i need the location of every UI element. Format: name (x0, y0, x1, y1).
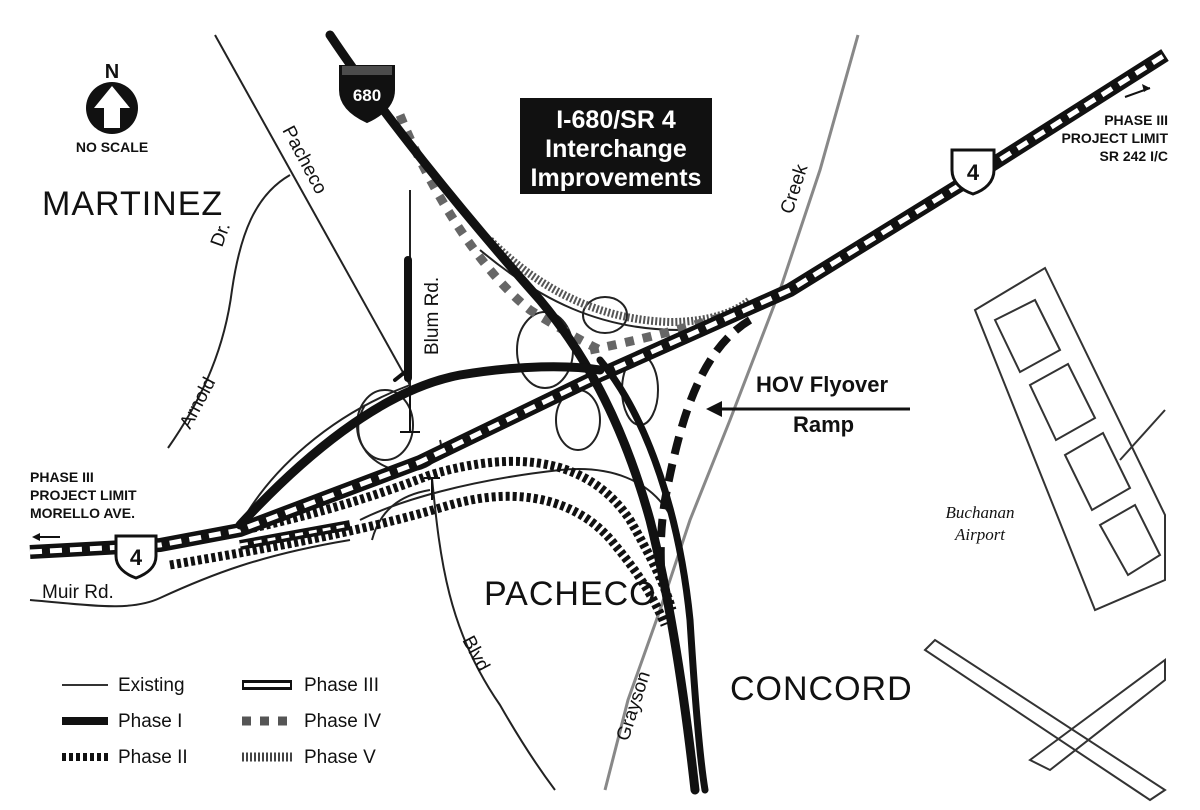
east-limit-line-2: PROJECT LIMIT (1061, 130, 1168, 146)
east-limit-line-1: PHASE III (1104, 112, 1168, 128)
airport-label-2: Airport (954, 525, 1006, 544)
label-grayson: Grayson (613, 669, 655, 744)
arnold-dr (167, 174, 291, 449)
label-blum: Blum Rd. (422, 277, 443, 355)
callout-east-limit: PHASE III PROJECT LIMIT SR 242 I/C (1061, 84, 1168, 164)
airport-runways (923, 266, 1167, 802)
title-line-1: I-680/SR 4 (556, 106, 676, 134)
sr4-shield-east: 4 (950, 148, 996, 196)
legend-label-phase2: Phase II (118, 747, 188, 768)
north-letter: N (105, 61, 119, 83)
legend-label-phase5: Phase V (304, 747, 376, 768)
i680-mainline (325, 30, 700, 795)
legend: Existing Phase I Phase II Phase III Phas… (62, 675, 381, 768)
label-dr: Dr. (207, 220, 235, 250)
west-limit-line-2: PROJECT LIMIT (30, 487, 137, 503)
sr4-west-number: 4 (130, 545, 143, 570)
airport-label-1: Buchanan (946, 503, 1015, 522)
east-limit-line-3: SR 242 I/C (1100, 148, 1168, 164)
overpass-marks (400, 395, 440, 500)
label-muir: Muir Rd. (42, 582, 114, 603)
runway-spur (1119, 409, 1166, 461)
title-line-3: Improvements (531, 164, 702, 192)
west-limit-line-1: PHASE III (30, 469, 94, 485)
callout-west-limit: PHASE III PROJECT LIMIT MORELLO AVE. (30, 469, 137, 541)
pacheco-blvd (431, 477, 556, 791)
i680-shield: 680 (339, 65, 395, 124)
west-connector (235, 362, 605, 530)
runway-cross (923, 638, 1167, 802)
runway-main (973, 266, 1166, 612)
legend-label-phase3: Phase III (304, 675, 379, 696)
ramp-loop-2 (582, 296, 628, 334)
pacheco-road (214, 34, 411, 386)
map-title: I-680/SR 4 Interchange Improvements (520, 98, 712, 194)
legend-label-phase4: Phase IV (304, 711, 381, 732)
sr4-east-number: 4 (967, 160, 980, 185)
place-pacheco: PACHECO (484, 575, 657, 613)
runway-taxi-2 (1028, 362, 1097, 442)
legend-label-phase1: Phase I (118, 711, 182, 732)
i680-number: 680 (353, 86, 381, 105)
i680-branch (596, 356, 709, 794)
hov-label-line-2: Ramp (793, 412, 854, 437)
runway-taxi-3 (1063, 431, 1132, 512)
place-martinez: MARTINEZ (42, 185, 223, 223)
phase3-sr4 (29, 49, 1169, 559)
sr4-shield-west: 4 (114, 534, 158, 580)
title-line-2: Interchange (545, 135, 687, 163)
no-scale-label: NO SCALE (76, 139, 148, 155)
west-loop (239, 384, 411, 526)
label-arnold: Arnold (176, 374, 220, 432)
north-arrow: N NO SCALE (76, 61, 148, 155)
hov-label-line-1: HOV Flyover (756, 372, 888, 397)
phase1-lines (235, 30, 709, 795)
legend-label-existing: Existing (118, 675, 185, 696)
ramp-stub (371, 489, 431, 541)
hov-callout: HOV Flyover Ramp (706, 372, 910, 437)
runway-taxi-1 (993, 298, 1062, 374)
runway-taxi-4 (1098, 503, 1162, 577)
runway-cross-2 (1028, 658, 1166, 772)
west-limit-line-3: MORELLO AVE. (30, 505, 135, 521)
place-concord: CONCORD (730, 670, 913, 708)
hov-flyover-ramp (656, 316, 753, 581)
muir-road (29, 539, 351, 608)
label-blvd: Blvd (458, 632, 494, 675)
grayson-creek (603, 34, 860, 791)
